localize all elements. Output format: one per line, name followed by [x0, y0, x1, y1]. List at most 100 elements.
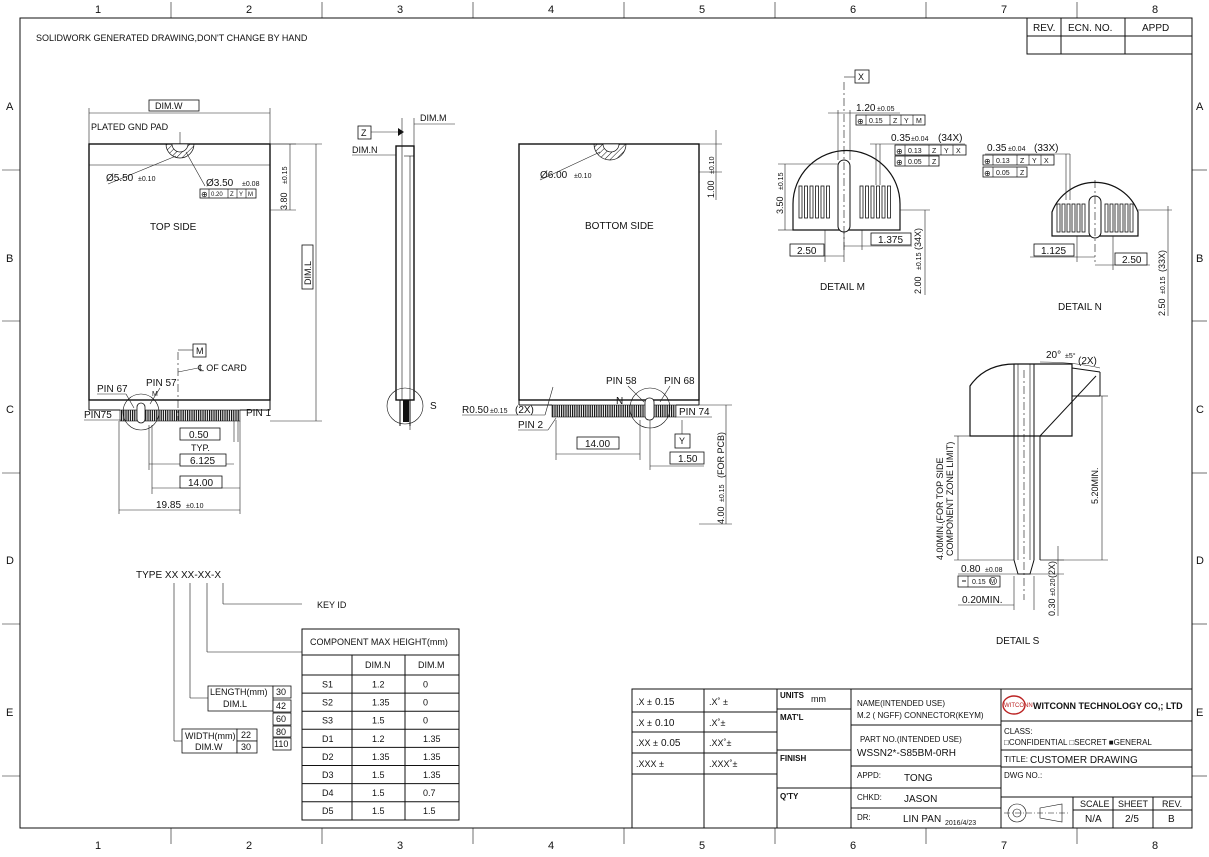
svg-text:Y: Y [904, 118, 909, 125]
dia-350-label: Ø3.50 [206, 178, 234, 189]
scale-value: N/A [1085, 814, 1102, 825]
row-label: B [6, 253, 13, 265]
pitch-050: 0.50 [189, 430, 209, 441]
svg-text:±0.20: ±0.20 [1050, 578, 1057, 596]
table-cell-dim-n: 1.2 [372, 734, 385, 744]
top-side-label: TOP SIDE [150, 222, 197, 233]
fcf-s: 0.15 M [957, 575, 1001, 588]
svg-text:SHEET: SHEET [1118, 799, 1149, 809]
dim-350-m: 3.50 [775, 196, 785, 214]
svg-text:Z: Z [230, 192, 234, 198]
detail-s: 20° ±5° (2X) 5.20MIN. 4.00MIN.(FOR TOP S… [935, 350, 1108, 647]
svg-text:DR:: DR: [857, 813, 871, 822]
bottom-side-label: BOTTOM SIDE [585, 221, 654, 232]
table-row-id: D4 [322, 788, 334, 798]
svg-text:.XXX˚±: .XXX˚± [709, 759, 738, 769]
svg-text:.XX ±: .XX ± [636, 738, 658, 748]
cl-of-card-label: ℄ OF CARD [197, 363, 247, 373]
svg-text:Y: Y [239, 192, 243, 198]
table-row-id: S2 [322, 698, 333, 708]
svg-text:PART NO.(INTENDED USE): PART NO.(INTENDED USE) [860, 735, 962, 744]
svg-text:0.15: 0.15 [655, 697, 675, 708]
col-label: 3 [397, 840, 403, 852]
fcf-m2: ⊕ 0.13 Z Y X [894, 144, 967, 156]
col-label: 8 [1152, 840, 1158, 852]
svg-text:Y: Y [1032, 158, 1037, 165]
svg-text:0.05: 0.05 [661, 738, 681, 749]
svg-text:±0.15: ±0.15 [490, 408, 508, 415]
svg-text:0.05: 0.05 [996, 170, 1010, 177]
top-pin-row [119, 409, 241, 422]
svg-text:.X ±: .X ± [636, 697, 652, 707]
svg-text:±0.10: ±0.10 [186, 503, 204, 510]
svg-text:0.15: 0.15 [972, 579, 986, 586]
svg-text:±0.15: ±0.15 [1160, 276, 1167, 294]
table-row-id: S1 [322, 680, 333, 690]
col-label: 6 [850, 840, 856, 852]
svg-text:0.13: 0.13 [908, 148, 922, 155]
row-label: E [1196, 707, 1203, 719]
svg-text:APPD:: APPD: [857, 771, 881, 780]
svg-text:REV.: REV. [1162, 799, 1182, 809]
svg-text:JASON: JASON [904, 794, 937, 805]
svg-text:0.10: 0.10 [655, 718, 675, 729]
svg-text:⊕: ⊕ [201, 190, 208, 199]
projection-symbol-icon [1004, 803, 1068, 823]
svg-text:SCALE: SCALE [1080, 799, 1110, 809]
svg-text:±0.04: ±0.04 [1008, 146, 1026, 153]
dim-520-label: 5.20MIN. [1090, 467, 1100, 504]
bottom-pin-row [551, 404, 677, 418]
svg-text:M: M [916, 118, 922, 125]
pin67-label: PIN 67 [97, 384, 128, 395]
svg-text:±0.15: ±0.15 [778, 172, 785, 190]
row-label: C [1196, 404, 1204, 416]
rev-header: REV. [1033, 23, 1055, 34]
detail-m: X 1.20 ±0.05 ⊕ 0.15 Z Y M 0.35 ±0.04 (34… [775, 69, 967, 295]
table-row-id: D5 [322, 806, 334, 816]
table-cell-dim-m: 0 [423, 716, 428, 726]
svg-text:Z: Z [1020, 158, 1025, 165]
dim-400-topside-2: COMPONENT ZONE LIMIT) [945, 442, 955, 556]
pin1-label: PIN 1 [246, 408, 271, 419]
dim-400-topside-1: 4.00MIN.(FOR TOP SIDE [935, 457, 945, 560]
table-cell-dim-n: 1.5 [372, 716, 385, 726]
table-cell-dim-n: 1.35 [372, 752, 390, 762]
col-label: 7 [1001, 4, 1007, 16]
table-cell-dim-m: 0.7 [423, 788, 436, 798]
connector-name: M.2 ( NGFF) CONNECTOR(KEYM) [857, 711, 984, 720]
svg-text:⊕: ⊕ [984, 157, 991, 166]
part-number: WSSN2*-S85BM-0RH [857, 748, 956, 759]
col-label: 4 [548, 840, 554, 852]
row-label: E [6, 707, 13, 719]
dia-550-label: Ø5.50 [106, 173, 134, 184]
pin58-label: PIN 58 [606, 376, 637, 387]
table-row-id: D3 [322, 770, 334, 780]
detail-s-label: DETAIL S [996, 636, 1040, 647]
svg-text:±0.08: ±0.08 [985, 567, 1003, 574]
svg-text:M: M [990, 580, 995, 586]
dim-020-label: 0.20MIN. [962, 595, 1003, 606]
svg-text:110: 110 [274, 739, 288, 749]
svg-text:(2X): (2X) [515, 405, 534, 416]
svg-text:0.20: 0.20 [211, 192, 223, 198]
col-label: 4 [548, 4, 554, 16]
pin68-label: PIN 68 [664, 376, 695, 387]
svg-text:(FOR PCB): (FOR PCB) [716, 432, 726, 478]
detail-n-label: DETAIL N [1058, 302, 1102, 313]
row-label: D [6, 555, 14, 567]
col-label: 1 [95, 4, 101, 16]
row-label: D [1196, 555, 1204, 567]
svg-text:CLASS:: CLASS: [1004, 727, 1032, 736]
svg-text:.X˚ ±: .X˚ ± [709, 697, 728, 707]
dim-250b-n: 2.50 [1157, 298, 1167, 316]
svg-text:Z: Z [1020, 170, 1025, 177]
svg-text:DIM.N: DIM.N [365, 660, 391, 670]
svg-text:2016/4/23: 2016/4/23 [945, 820, 976, 827]
col-label: 6 [850, 4, 856, 16]
svg-text:Q'TY: Q'TY [780, 792, 799, 801]
col-label: 7 [1001, 840, 1007, 852]
dim-1125: 1.125 [1041, 246, 1066, 257]
datum-z: Z [361, 128, 367, 138]
